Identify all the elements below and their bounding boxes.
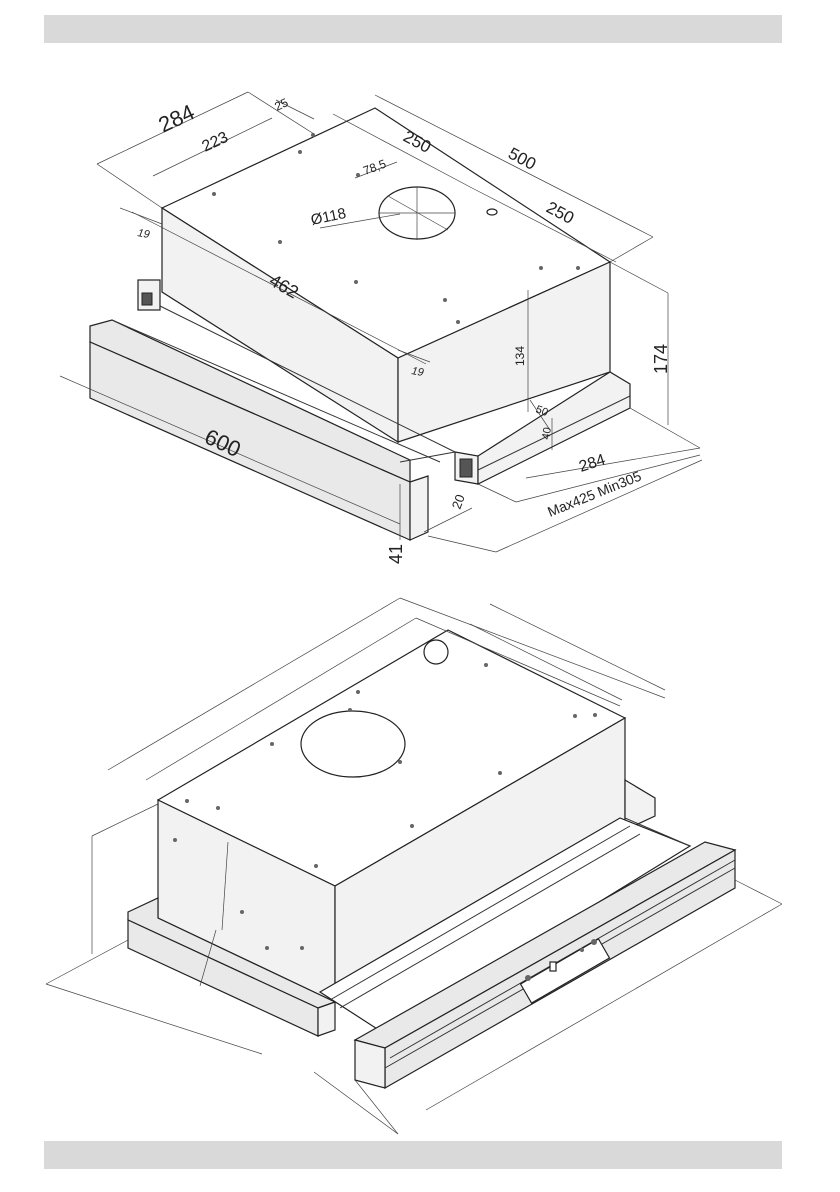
top-drawing: 284 223 25 250 500 250 78,5 Ø118 19 462 … [60,92,702,564]
dim-depth-total: 284 [155,99,199,137]
dim-width-total: 500 [505,144,539,174]
small-duct [424,640,448,664]
dim-offset-40: 40 [540,426,554,440]
front-panel-end [410,476,428,540]
dim-depth-bottom: 284 [577,451,608,475]
dim-height-total: 174 [651,344,671,374]
dim-edge-right: 19 [410,365,424,379]
dim-depth-inner: 223 [200,129,231,156]
duct-opening [301,711,405,777]
dim-offset-25: 25 [272,95,290,113]
dim-front-depth: 20 [449,492,468,511]
dim-height-body: 134 [513,346,527,366]
dim-extension-range: Max425 Min305 [545,468,644,520]
dim-front-height: 41 [386,544,406,564]
dim-edge-left: 19 [136,227,150,241]
bottom-drawing [46,598,782,1134]
